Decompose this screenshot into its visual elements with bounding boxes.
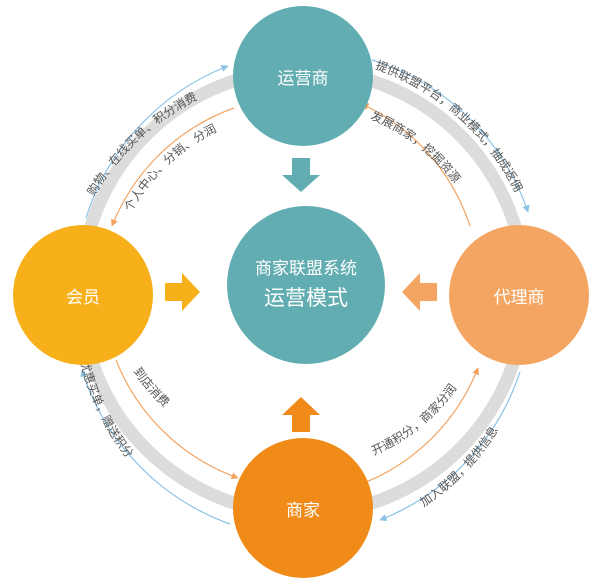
arrow-up-icon: [282, 397, 320, 432]
center-system-node: 商家联盟系统 运营模式: [227, 206, 385, 364]
label-agent-to-merchant: 开通积分，商家分润: [369, 381, 459, 458]
node-agent-label: 代理商: [493, 287, 545, 308]
node-agent: 代理商: [449, 225, 589, 365]
arc-se-outer: [379, 371, 521, 521]
arc-ne-outer: [371, 59, 530, 213]
arc-se-inner: [355, 367, 479, 487]
arrow-left-icon: [402, 273, 437, 311]
center-subtitle: 运营模式: [264, 286, 348, 310]
arc-nw-outer: [85, 64, 229, 219]
node-member-label: 会员: [66, 287, 100, 308]
node-merchant-label: 商家: [286, 500, 320, 521]
arrow-down-icon: [282, 158, 320, 192]
arc-sw-inner: [115, 359, 239, 480]
arc-nw-inner: [111, 107, 235, 227]
arrow-right-icon: [165, 273, 200, 311]
center-title: 商家联盟系统: [255, 259, 357, 279]
label-merchant-to-member: 优惠买单，赠送积分: [77, 359, 136, 460]
label-member-to-merchant: 到店消费: [131, 365, 172, 410]
node-operator: 运营商: [233, 6, 373, 146]
arc-sw-outer: [80, 369, 231, 525]
node-merchant: 商家: [233, 438, 373, 578]
node-member: 会员: [13, 225, 153, 365]
node-operator-label: 运营商: [277, 68, 329, 89]
arc-ne-inner: [361, 103, 471, 227]
